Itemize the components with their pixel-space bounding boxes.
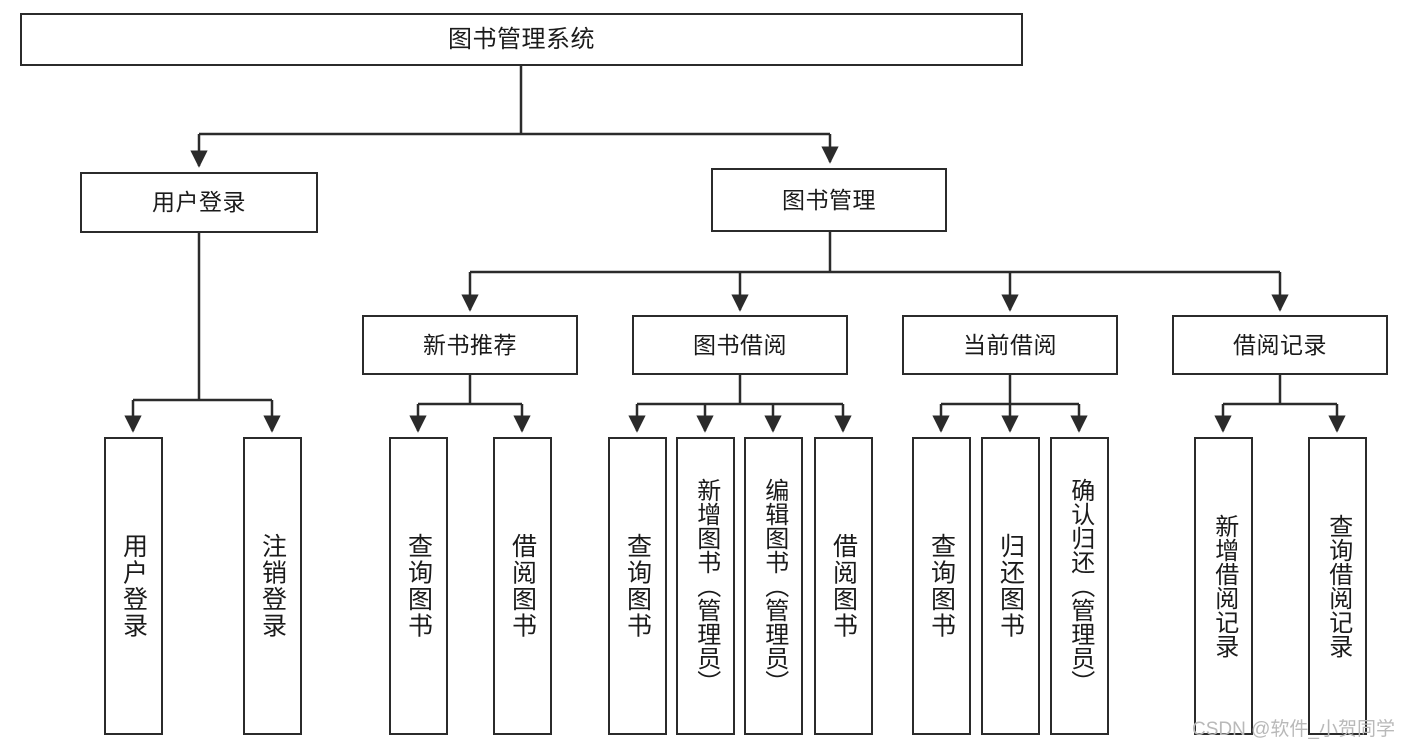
- leaf-edit-book[interactable]: 编辑图书（管理员）: [744, 437, 803, 735]
- leaf-borrow-book-1[interactable]: 借阅图书: [493, 437, 552, 735]
- leaf-add-book[interactable]: 新增图书（管理员）: [676, 437, 735, 735]
- node-label: 图书管理: [782, 186, 876, 213]
- leaf-query-book-2[interactable]: 查询图书: [608, 437, 667, 735]
- node-borrow-record[interactable]: 借阅记录: [1172, 315, 1388, 375]
- node-label: 编辑图书（管理员）: [760, 478, 788, 694]
- node-new-book-recommend[interactable]: 新书推荐: [362, 315, 578, 375]
- leaf-borrow-book-2[interactable]: 借阅图书: [814, 437, 873, 735]
- node-book-management-system[interactable]: 图书管理系统: [20, 13, 1023, 66]
- watermark: CSDN @软件_小贺同学: [1192, 719, 1395, 740]
- node-label: 用户登录: [152, 189, 246, 216]
- node-label: 查询借阅记录: [1324, 514, 1352, 658]
- node-label: 新增图书（管理员）: [692, 478, 720, 694]
- node-label: 借阅图书: [829, 533, 858, 639]
- node-current-borrow[interactable]: 当前借阅: [902, 315, 1118, 375]
- node-label: 图书借阅: [693, 331, 787, 358]
- node-label: 查询图书: [927, 533, 956, 639]
- node-label: 查询图书: [623, 533, 652, 639]
- node-label: 当前借阅: [963, 331, 1057, 358]
- leaf-confirm-return[interactable]: 确认归还（管理员）: [1050, 437, 1109, 735]
- leaf-query-book-3[interactable]: 查询图书: [912, 437, 971, 735]
- node-book-borrow[interactable]: 图书借阅: [632, 315, 848, 375]
- node-label: 确认归还（管理员）: [1066, 478, 1094, 694]
- node-label: 借阅记录: [1233, 331, 1327, 358]
- node-book-management[interactable]: 图书管理: [711, 168, 947, 232]
- leaf-query-record[interactable]: 查询借阅记录: [1308, 437, 1367, 735]
- node-label: 查询图书: [404, 533, 433, 639]
- node-label: 借阅图书: [508, 533, 537, 639]
- node-label: 新书推荐: [423, 331, 517, 358]
- node-label: 用户登录: [119, 533, 148, 639]
- leaf-user-login[interactable]: 用户登录: [104, 437, 163, 735]
- leaf-query-book-1[interactable]: 查询图书: [389, 437, 448, 735]
- leaf-add-record[interactable]: 新增借阅记录: [1194, 437, 1253, 735]
- leaf-return-book[interactable]: 归还图书: [981, 437, 1040, 735]
- node-label: 归还图书: [996, 533, 1025, 639]
- leaf-logout-login[interactable]: 注销登录: [243, 437, 302, 735]
- node-label: 注销登录: [258, 533, 287, 639]
- node-label: 图书管理系统: [448, 25, 595, 53]
- node-label: 新增借阅记录: [1210, 514, 1238, 658]
- node-user-login[interactable]: 用户登录: [80, 172, 318, 233]
